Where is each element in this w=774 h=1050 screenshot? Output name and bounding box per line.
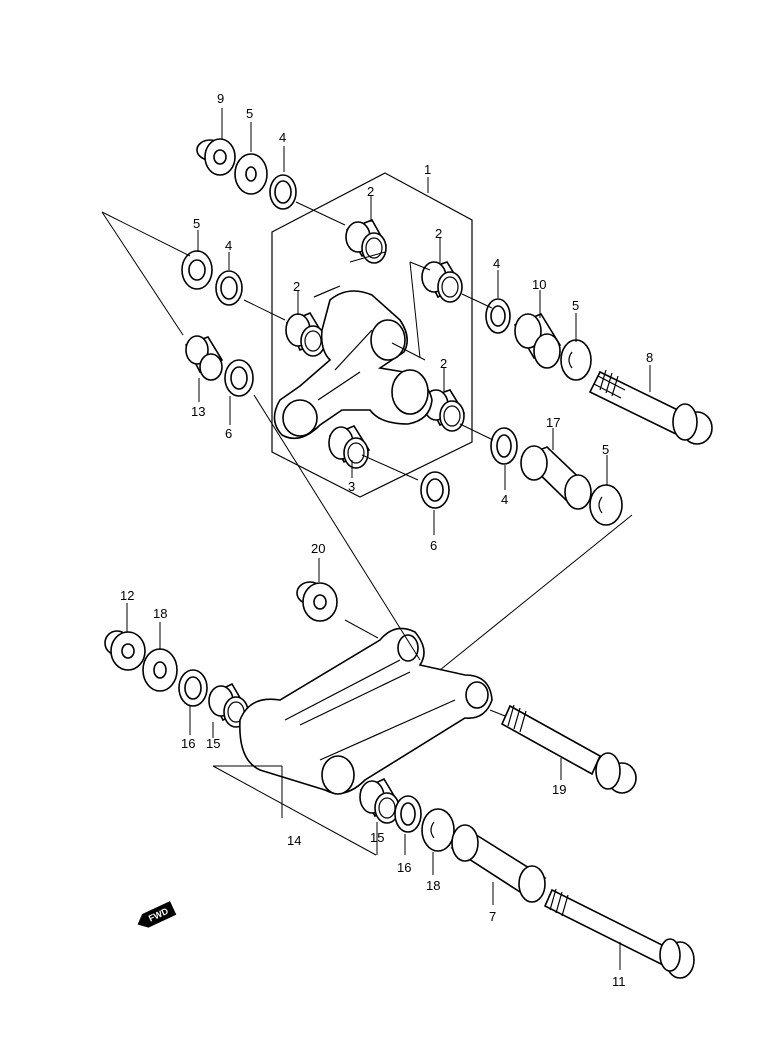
callout-2-left: 2 bbox=[293, 279, 300, 294]
callout-1: 1 bbox=[424, 162, 431, 177]
callout-15-right: 15 bbox=[370, 830, 384, 845]
callout-5-right-bottom: 5 bbox=[602, 442, 609, 457]
part-7-spacer bbox=[450, 824, 547, 903]
callout-19: 19 bbox=[552, 782, 566, 797]
part-6-seal-bottom bbox=[420, 471, 450, 509]
part-16-seal-left bbox=[178, 669, 208, 707]
callout-16-right: 16 bbox=[397, 860, 411, 875]
callout-4-right-top: 4 bbox=[493, 256, 500, 271]
part-9-nut bbox=[196, 138, 236, 176]
part-15-bearing-left bbox=[208, 682, 249, 728]
part-4-seal-right-bottom bbox=[490, 427, 518, 465]
part-18-washer-right bbox=[421, 808, 455, 852]
fwd-arrow: FWD bbox=[137, 901, 177, 928]
part-5-washer-top bbox=[234, 153, 268, 195]
part-4-seal-left bbox=[215, 270, 243, 306]
part-19-bolt bbox=[500, 704, 637, 794]
part-5-washer-right-top bbox=[560, 339, 592, 381]
callout-6-bottom: 6 bbox=[430, 538, 437, 553]
callout-6-left: 6 bbox=[225, 426, 232, 441]
callout-5-top: 5 bbox=[246, 106, 253, 121]
callout-18-left: 18 bbox=[153, 606, 167, 621]
part-5-washer-right-bottom bbox=[589, 484, 623, 526]
part-10-collar bbox=[513, 312, 562, 369]
leader-lines bbox=[101, 108, 651, 970]
callout-12: 12 bbox=[120, 588, 134, 603]
callout-18-right: 18 bbox=[426, 878, 440, 893]
part-14-cushion-rod bbox=[239, 627, 493, 795]
callout-10: 10 bbox=[532, 277, 546, 292]
callout-15-left: 15 bbox=[206, 736, 220, 751]
callout-8: 8 bbox=[646, 350, 653, 365]
part-2-bearing-left bbox=[285, 311, 327, 357]
cushion-lever-body bbox=[273, 290, 433, 440]
part-2-bearing-top bbox=[345, 218, 388, 264]
callout-4-left: 4 bbox=[225, 238, 232, 253]
callout-16-left: 16 bbox=[181, 736, 195, 751]
callout-4-top: 4 bbox=[279, 130, 286, 145]
part-2-bearing-right-bottom bbox=[423, 389, 466, 432]
callout-9: 9 bbox=[217, 91, 224, 106]
callout-3: 3 bbox=[348, 479, 355, 494]
callout-11: 11 bbox=[612, 974, 626, 989]
part-8-bolt bbox=[588, 369, 713, 445]
part-13-spacer bbox=[184, 335, 224, 381]
part-15-bearing-right bbox=[359, 777, 401, 824]
callout-2-right-bottom: 2 bbox=[440, 356, 447, 371]
part-4-seal-top bbox=[269, 174, 297, 210]
callout-2-right-top: 2 bbox=[435, 226, 442, 241]
callout-13: 13 bbox=[191, 404, 205, 419]
callout-20: 20 bbox=[311, 541, 325, 556]
callout-5-right-top: 5 bbox=[572, 298, 579, 313]
callout-7: 7 bbox=[489, 909, 496, 924]
part-18-washer-left bbox=[142, 648, 178, 692]
part-17-collar bbox=[520, 445, 592, 510]
part-4-seal-right-top bbox=[485, 298, 511, 334]
callout-numbers: 9 5 4 1 2 5 4 2 4 10 5 2 8 13 6 2 17 5 3… bbox=[120, 91, 653, 989]
part-3-bearing bbox=[328, 425, 371, 469]
callout-4-right-bottom: 4 bbox=[501, 492, 508, 507]
callout-14: 14 bbox=[287, 833, 301, 848]
part-20-nut bbox=[296, 581, 338, 622]
part-12-nut bbox=[104, 630, 146, 671]
part-16-seal-right bbox=[394, 795, 422, 833]
lever-assembly-outline bbox=[271, 172, 473, 498]
part-5-washer-left bbox=[181, 250, 213, 290]
callout-5-left: 5 bbox=[193, 216, 200, 231]
callout-2-top: 2 bbox=[367, 184, 374, 199]
callout-17: 17 bbox=[546, 415, 560, 430]
part-2-bearing-right-top bbox=[421, 261, 463, 303]
part-11-axle-bolt bbox=[543, 888, 695, 979]
part-6-seal-left bbox=[224, 359, 254, 397]
